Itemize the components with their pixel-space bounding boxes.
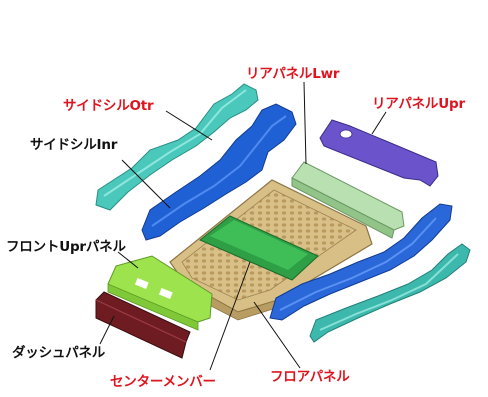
- side-sill-inner-left-ridge: [151, 115, 287, 227]
- side-sill-outer-left-highlight: [103, 89, 247, 197]
- leader-side-sill-outer: [165, 110, 213, 141]
- side-sill-inner-right-ridge: [279, 217, 437, 311]
- front-upper-panel-cutout-2: [158, 287, 173, 299]
- label-rear-panel-lower: リアパネルLwr: [246, 66, 340, 82]
- leader-front-upper-panel: [117, 251, 139, 269]
- label-floor-panel: フロアパネル: [270, 369, 350, 385]
- label-center-member: センターメンバー: [110, 374, 216, 390]
- leader-dash-panel: [99, 315, 115, 345]
- center-member-top: [210, 220, 308, 270]
- side-sill-outer-right-highlight: [319, 253, 459, 331]
- front-upper-panel-cutout-1: [134, 277, 149, 289]
- leader-center-member: [209, 261, 251, 371]
- rear-panel-upper-shape: [319, 119, 439, 187]
- dash-panel-edge: [95, 299, 187, 343]
- rear-panel-upper-hole: [339, 129, 353, 139]
- label-side-sill-outer: サイドシルOtr: [63, 98, 154, 114]
- leader-rear-panel-lower: [303, 81, 307, 165]
- front-upper-panel-face: [107, 283, 199, 331]
- label-front-upper-panel: フロントUprパネル: [6, 239, 126, 255]
- label-side-sill-inner: サイドシルInr: [30, 137, 118, 153]
- leader-rear-panel-upper: [371, 111, 387, 135]
- label-dash-panel: ダッシュパネル: [12, 345, 106, 361]
- rear-panel-lower-face: [291, 177, 395, 239]
- leader-floor-panel: [253, 301, 301, 369]
- leader-side-sill-inner: [121, 159, 171, 209]
- side-sill-inner-right-shape: [269, 203, 453, 321]
- label-rear-panel-upper: リアパネルUpr: [372, 96, 465, 112]
